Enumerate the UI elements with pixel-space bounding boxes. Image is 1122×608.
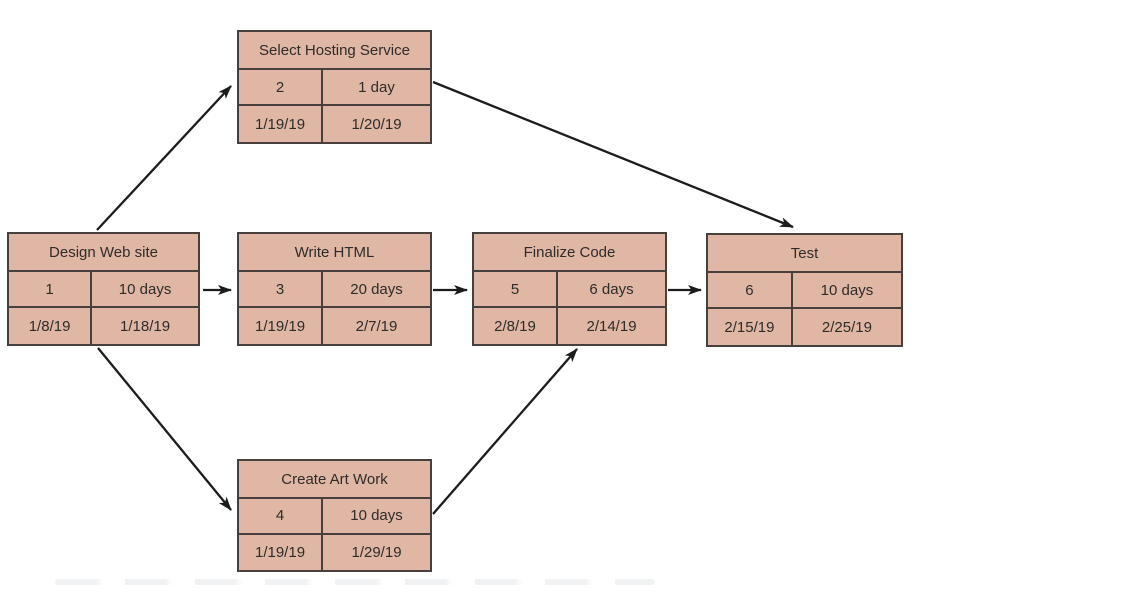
task-title: Select Hosting Service: [239, 32, 430, 70]
task-duration: 10 days: [323, 499, 430, 535]
task-title: Create Art Work: [239, 461, 430, 499]
task-end-date: 2/7/19: [355, 317, 398, 335]
arrow-design-to-create: [97, 347, 232, 511]
task-start-date: 1/19/19: [239, 106, 324, 142]
arrow-design-to-hosting: [96, 85, 232, 231]
arrow-hosting-to-test: [432, 80, 794, 229]
task-duration: 10 days: [792, 273, 901, 309]
task-duration: 6 days: [558, 272, 665, 308]
task-id: 2: [239, 70, 324, 106]
task-node-write-html: Write HTML 3 20 days 1/19/19 2/7/19: [237, 232, 432, 346]
task-id: 3: [239, 272, 324, 308]
task-detail-grid: 5 6 days 2/8/19 2/14/19: [474, 272, 665, 344]
task-end-date: 1/29/19: [351, 543, 402, 561]
task-duration: 1 day: [323, 70, 430, 106]
task-title: Test: [708, 235, 901, 273]
task-id: 6: [708, 273, 793, 309]
task-id: 5: [474, 272, 559, 308]
task-end-date: 2/14/19: [586, 317, 637, 335]
task-node-finalize-code: Finalize Code 5 6 days 2/8/19 2/14/19: [472, 232, 667, 346]
task-node-design-web-site: Design Web site 1 10 days 1/8/19 1/18/19: [7, 232, 200, 346]
task-start-date: 2/15/19: [708, 309, 793, 345]
task-start-date: 1/19/19: [239, 308, 324, 344]
task-node-select-hosting-service: Select Hosting Service 2 1 day 1/19/19 1…: [237, 30, 432, 144]
task-detail-grid: 3 20 days 1/19/19 2/7/19: [239, 272, 430, 344]
task-detail-grid: 6 10 days 2/15/19 2/25/19: [708, 273, 901, 345]
task-end-date: 1/18/19: [120, 317, 171, 335]
task-start-date: 1/8/19: [9, 308, 93, 344]
task-end-date: 2/25/19: [821, 318, 872, 336]
task-node-test: Test 6 10 days 2/15/19 2/25/19: [706, 233, 903, 347]
task-detail-grid: 4 10 days 1/19/19 1/29/19: [239, 499, 430, 570]
task-id: 4: [239, 499, 324, 535]
task-start-date: 2/8/19: [474, 308, 559, 344]
task-detail-grid: 2 1 day 1/19/19 1/20/19: [239, 70, 430, 142]
task-duration: 10 days: [92, 272, 198, 308]
task-node-create-art-work: Create Art Work 4 10 days 1/19/19 1/29/1…: [237, 459, 432, 572]
task-duration: 20 days: [323, 272, 430, 308]
task-detail-grid: 1 10 days 1/8/19 1/18/19: [9, 272, 198, 344]
task-start-date: 1/19/19: [239, 534, 324, 570]
task-title: Finalize Code: [474, 234, 665, 272]
task-id: 1: [9, 272, 93, 308]
cropped-caption-artifact: [55, 579, 655, 585]
task-title: Write HTML: [239, 234, 430, 272]
task-title: Design Web site: [9, 234, 198, 272]
task-end-date: 1/20/19: [351, 115, 402, 133]
arrow-create-to-finalize: [432, 348, 578, 515]
